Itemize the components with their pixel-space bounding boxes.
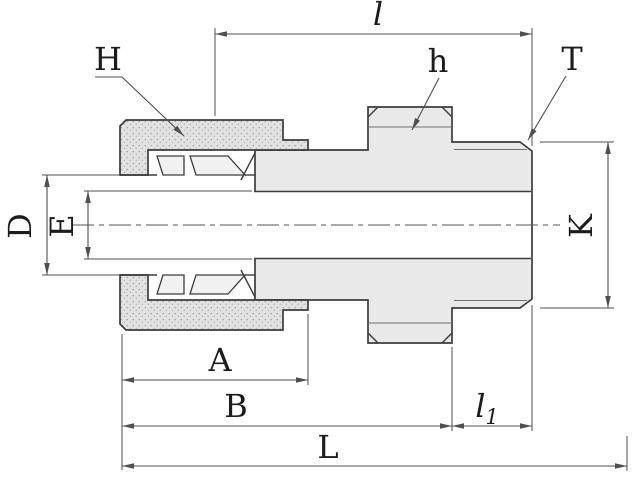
label-A: A bbox=[207, 341, 232, 379]
label-B: B bbox=[224, 387, 248, 425]
ferrules bbox=[156, 155, 247, 295]
extension-lines bbox=[42, 28, 628, 471]
label-h: h bbox=[428, 42, 449, 80]
label-T: T bbox=[561, 40, 583, 78]
leader-h bbox=[411, 77, 440, 131]
hex-chamfer-line bbox=[367, 332, 379, 344]
internal-detail-lines bbox=[120, 152, 256, 298]
label-H: H bbox=[94, 40, 122, 78]
label-l1: l1 bbox=[475, 387, 499, 429]
label-l: l bbox=[373, 0, 383, 33]
label-E: E bbox=[43, 214, 81, 237]
label-K: K bbox=[562, 213, 600, 238]
back-ferrule-bottom bbox=[156, 274, 185, 295]
front-ferrule-bottom bbox=[189, 274, 247, 295]
back-ferrule-top bbox=[156, 155, 185, 176]
labels: l H h T D E K A B l1 L bbox=[1, 0, 600, 466]
hex-chamfer-line bbox=[441, 106, 453, 118]
leader-T bbox=[527, 75, 567, 141]
label-D: D bbox=[1, 213, 39, 239]
hex-chamfer-line bbox=[441, 332, 453, 344]
part-geometry bbox=[72, 106, 560, 344]
dimension-lines bbox=[44, 31, 627, 469]
leader-H bbox=[95, 76, 185, 137]
label-L: L bbox=[317, 428, 338, 466]
hex-chamfer-line bbox=[367, 106, 379, 118]
seat-cone-line bbox=[240, 269, 256, 298]
thread-root-lines bbox=[454, 149, 527, 301]
leader-lines bbox=[95, 75, 567, 141]
seat-cone-line bbox=[240, 152, 256, 181]
hex-detail-lines bbox=[367, 106, 453, 344]
front-ferrule-top bbox=[189, 155, 247, 176]
